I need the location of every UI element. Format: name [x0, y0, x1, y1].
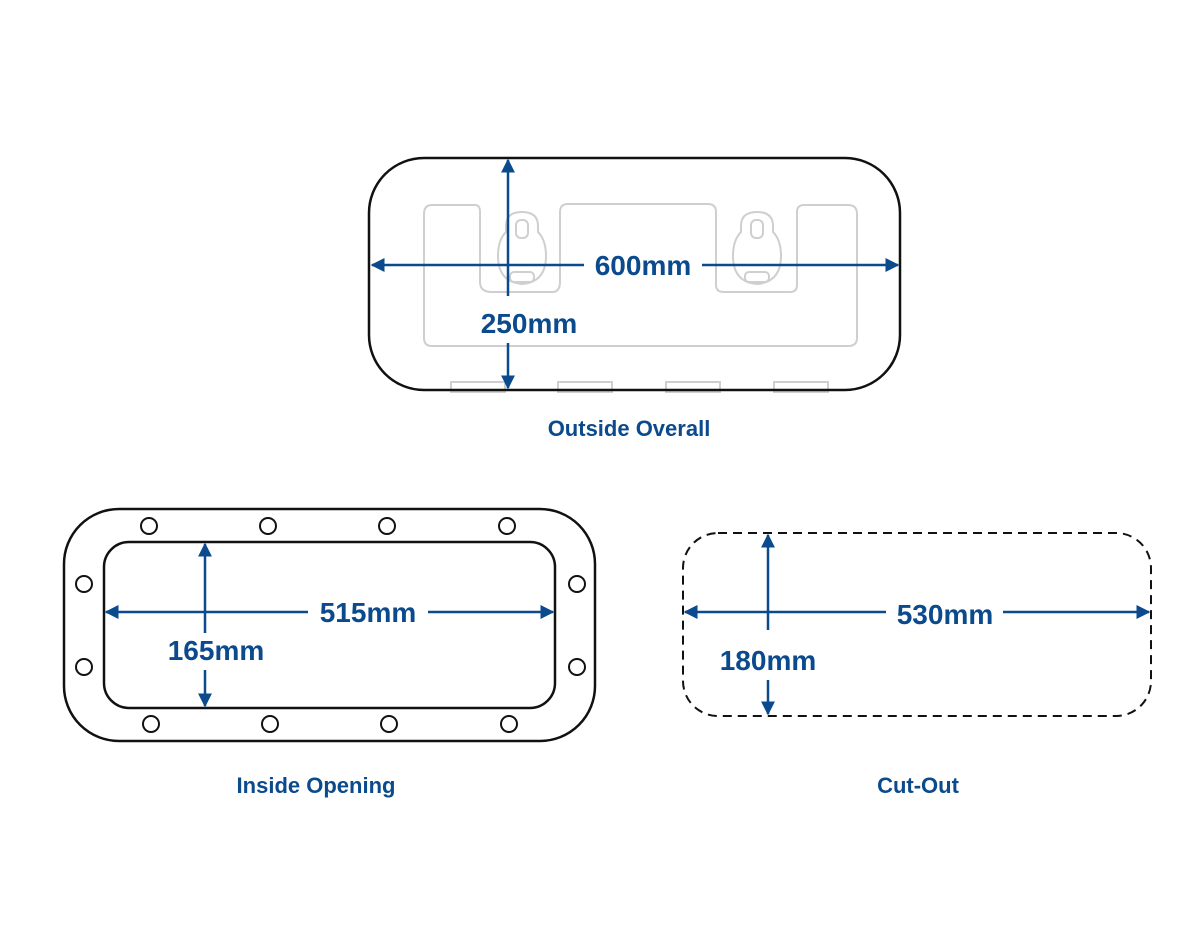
bolt-hole-icon	[380, 715, 398, 733]
bolt-hole-icon	[75, 658, 93, 676]
outside-outline	[367, 156, 902, 392]
outside-width-label: 600mm	[595, 250, 692, 281]
hatch-lid-ghost	[423, 203, 858, 393]
bolt-hole-icon	[498, 517, 516, 535]
bolt-hole-icon	[140, 517, 158, 535]
bolt-hole-icon	[259, 517, 277, 535]
inside-opening-caption: Inside Opening	[237, 773, 396, 798]
bolt-hole-icon	[378, 517, 396, 535]
bolt-hole-icon	[75, 575, 93, 593]
bolt-hole-icon	[500, 715, 518, 733]
latch-icon	[496, 210, 548, 286]
inside-opening-outline	[102, 540, 557, 710]
outside-height-label: 250mm	[481, 308, 578, 339]
inside-height-label: 165mm	[168, 635, 265, 666]
cut-out-panel: 530mm 180mm Cut-Out	[682, 532, 1152, 798]
latch-icon	[731, 210, 783, 286]
bolt-hole-icon	[568, 658, 586, 676]
cut-out-outline	[682, 532, 1152, 717]
outside-overall-caption: Outside Overall	[548, 416, 711, 441]
cut-out-width-label: 530mm	[897, 599, 994, 630]
inside-width-label: 515mm	[320, 597, 417, 628]
outside-overall-panel: 600mm 250mm Outside Overall	[367, 156, 902, 441]
bolt-hole-icon	[142, 715, 160, 733]
flange-outline	[62, 507, 597, 743]
bolt-hole-icon	[568, 575, 586, 593]
cut-out-height-label: 180mm	[720, 645, 817, 676]
bolt-hole-icon	[261, 715, 279, 733]
inside-opening-panel: 515mm 165mm Inside Opening	[62, 507, 597, 798]
cut-out-caption: Cut-Out	[877, 773, 960, 798]
bolt-holes	[75, 517, 586, 733]
